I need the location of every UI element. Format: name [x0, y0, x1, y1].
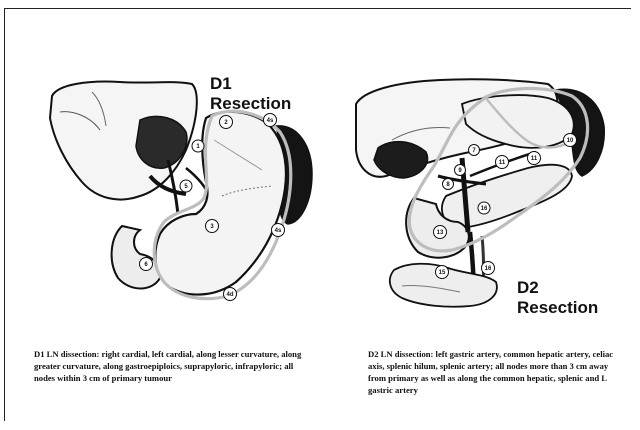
d1-heading: D1 Resection [210, 74, 291, 114]
d2-node-16-lower: 16 [485, 266, 492, 272]
d2-node-10: 10 [567, 138, 574, 144]
d2-anatomy: 11 11 10 7 8 9 16 13 15 16 [356, 79, 604, 307]
d2-heading-line1: D2 [517, 278, 598, 298]
d2-caption: D2 LN dissection: left gastric artery, c… [368, 348, 620, 396]
d1-node-4d: 4d [226, 292, 233, 298]
d1-heading-line2: Resection [210, 94, 291, 114]
d2-node-11b: 11 [531, 156, 538, 162]
d1-node-4s-lower: 4s [275, 228, 282, 234]
d2-node-16-upper: 16 [481, 206, 488, 212]
d2-node-13: 13 [437, 230, 444, 236]
d1-caption: D1 LN dissection: right cardial, left ca… [34, 348, 302, 384]
d2-node-11a: 11 [499, 160, 506, 166]
d2-heading-line2: Resection [517, 298, 598, 318]
d1-node-4s-upper: 4s [267, 118, 274, 124]
d1-heading-line1: D1 [210, 74, 291, 94]
d2-node-15: 15 [439, 270, 446, 276]
d1-anatomy: 2 4s 1 5 3 4s 6 4d [50, 82, 312, 301]
d2-heading: D2 Resection [517, 278, 598, 318]
